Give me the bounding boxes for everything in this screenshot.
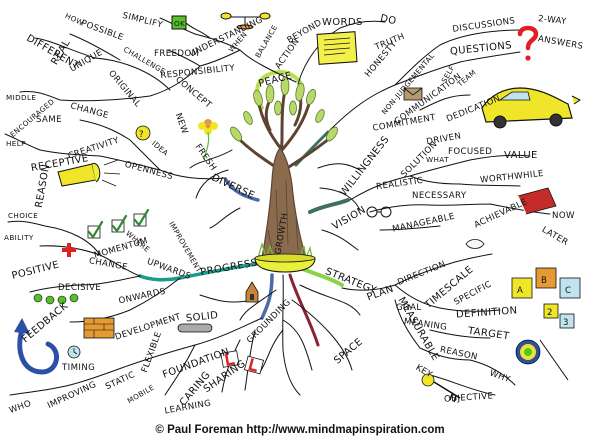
flower-icon: [198, 119, 218, 161]
feedback-arrow-icon: [14, 318, 59, 375]
word-what: WHAT: [426, 155, 449, 164]
word-original: ORIGINAL: [106, 69, 142, 110]
learner-plate-icons: [220, 350, 265, 375]
idea-bulb-icon: ?: [135, 125, 151, 141]
word-necessary: NECESSARY: [412, 191, 467, 201]
twig-lines: [189, 149, 361, 251]
word-concept: CONCEPT: [173, 75, 213, 111]
balance-scale-icon: [220, 12, 271, 30]
branch-vision: [308, 198, 350, 214]
branch-space: [288, 273, 320, 347]
word-realistic: REALISTIC: [376, 176, 424, 193]
word-direction: DIRECTION: [396, 260, 447, 288]
word-help: HELP: [6, 139, 26, 148]
word-different: DIFFERENT: [24, 33, 81, 72]
note-document-icon: [316, 31, 358, 65]
word-definition: DEFINITION: [456, 305, 518, 320]
word-change-top: CHANGE: [69, 101, 110, 121]
word-feedback: FEEDBACK: [20, 300, 70, 345]
word-choice: CHOICE: [8, 211, 38, 220]
target-icon: [515, 339, 569, 381]
word-do: DO: [379, 13, 397, 27]
copyright-credit: © Paul Foreman http://www.mindmapinspira…: [155, 424, 445, 436]
word-same: SAME: [36, 115, 62, 125]
svg-text:?: ?: [139, 130, 144, 140]
word-goal: GOAL: [396, 303, 422, 313]
word-manageable: MANAGEABLE: [392, 212, 456, 235]
word-words: WORDS: [322, 17, 363, 28]
question-mark-icon: [517, 25, 539, 61]
word-openness: OPENNESS: [123, 160, 174, 183]
word-why: WHY: [488, 368, 512, 385]
word-responsibility: RESPONSIBILITY: [160, 63, 236, 81]
word-objective: OBJECTIVE: [444, 391, 494, 404]
word-two-way: 2-WAY: [538, 14, 568, 27]
key-icon: [421, 373, 461, 403]
word-worthwhile: WORTHWHILE: [480, 169, 545, 186]
word-static: STATIC: [104, 370, 137, 392]
word-achievable: ACHIEVABLE: [473, 197, 529, 230]
flashlight-icon: [57, 159, 121, 187]
word-new: NEW: [173, 112, 190, 136]
word-balance: BALANCE: [253, 23, 279, 59]
word-vision: VISION: [331, 205, 368, 233]
ok-box-icon: OK: [171, 15, 187, 30]
checkmark-icons: [87, 208, 150, 239]
direction-arrow-icon: [465, 239, 485, 249]
word-answers: ANSWERS: [537, 34, 584, 52]
church-icon: [245, 281, 259, 303]
word-target: TARGET: [466, 326, 510, 343]
pipe-icon: [177, 323, 213, 333]
word-idea: IDEA: [150, 139, 170, 158]
word-team: TEAM: [455, 68, 478, 89]
word-solid: SOLID: [185, 310, 218, 324]
word-flexible: FLEXIBLE: [140, 330, 164, 374]
abc-blocks-icon: A B C 2 3: [511, 267, 581, 329]
word-value: VALUE: [504, 150, 538, 161]
book-icon: [517, 187, 557, 215]
tree-trunk: [261, 146, 307, 259]
tree-illustration: GROWTH: [230, 76, 338, 273]
word-focused: FOCUSED: [448, 147, 492, 157]
word-now: NOW: [552, 211, 575, 221]
svg-text:3: 3: [563, 318, 569, 328]
svg-text:B: B: [541, 276, 547, 286]
word-middle: MIDDLE: [6, 93, 36, 102]
plus-sign-icon: [62, 243, 76, 257]
word-driven: DRIVEN: [426, 131, 462, 147]
svg-text:C: C: [565, 286, 571, 296]
word-freedom: FREEDOM: [154, 49, 199, 59]
word-simplify: SIMPLIFY: [121, 11, 164, 31]
ok-label: OK: [174, 19, 185, 28]
brick-wall-icon: [83, 317, 115, 339]
word-positive: POSITIVE: [11, 260, 61, 282]
word-change-mid: CHANGE: [88, 256, 128, 273]
word-understanding: UNDERSTANDING: [188, 15, 265, 59]
envelope-icon: [403, 87, 423, 101]
word-decisive: DECISIVE: [58, 283, 101, 293]
word-ability: ABILITY: [4, 233, 34, 242]
word-later: LATER: [540, 225, 570, 248]
trunk-texture: [267, 179, 299, 251]
car-icon: [481, 87, 581, 129]
branch-grounding: [260, 273, 274, 320]
svg-text:A: A: [517, 286, 523, 296]
word-timing: TIMING: [61, 363, 95, 373]
branch-diverse: [224, 178, 260, 202]
word-possible: POSSIBLE: [79, 18, 124, 43]
word-development: DEVELOPMENT: [114, 312, 183, 343]
word-mobile: MOBILE: [126, 383, 156, 406]
decisive-dots: [33, 293, 79, 305]
word-who: WHO: [8, 399, 33, 416]
word-progress: PROGRESS: [200, 258, 259, 279]
word-diverse: DIVERSE: [210, 172, 257, 202]
root-lines: [199, 274, 361, 396]
clock-icon: [67, 345, 81, 359]
svg-text:2: 2: [547, 308, 553, 318]
glasses-icon: [366, 206, 392, 218]
word-reason-right: REASON: [439, 345, 479, 363]
tree-leaves: [230, 76, 338, 142]
